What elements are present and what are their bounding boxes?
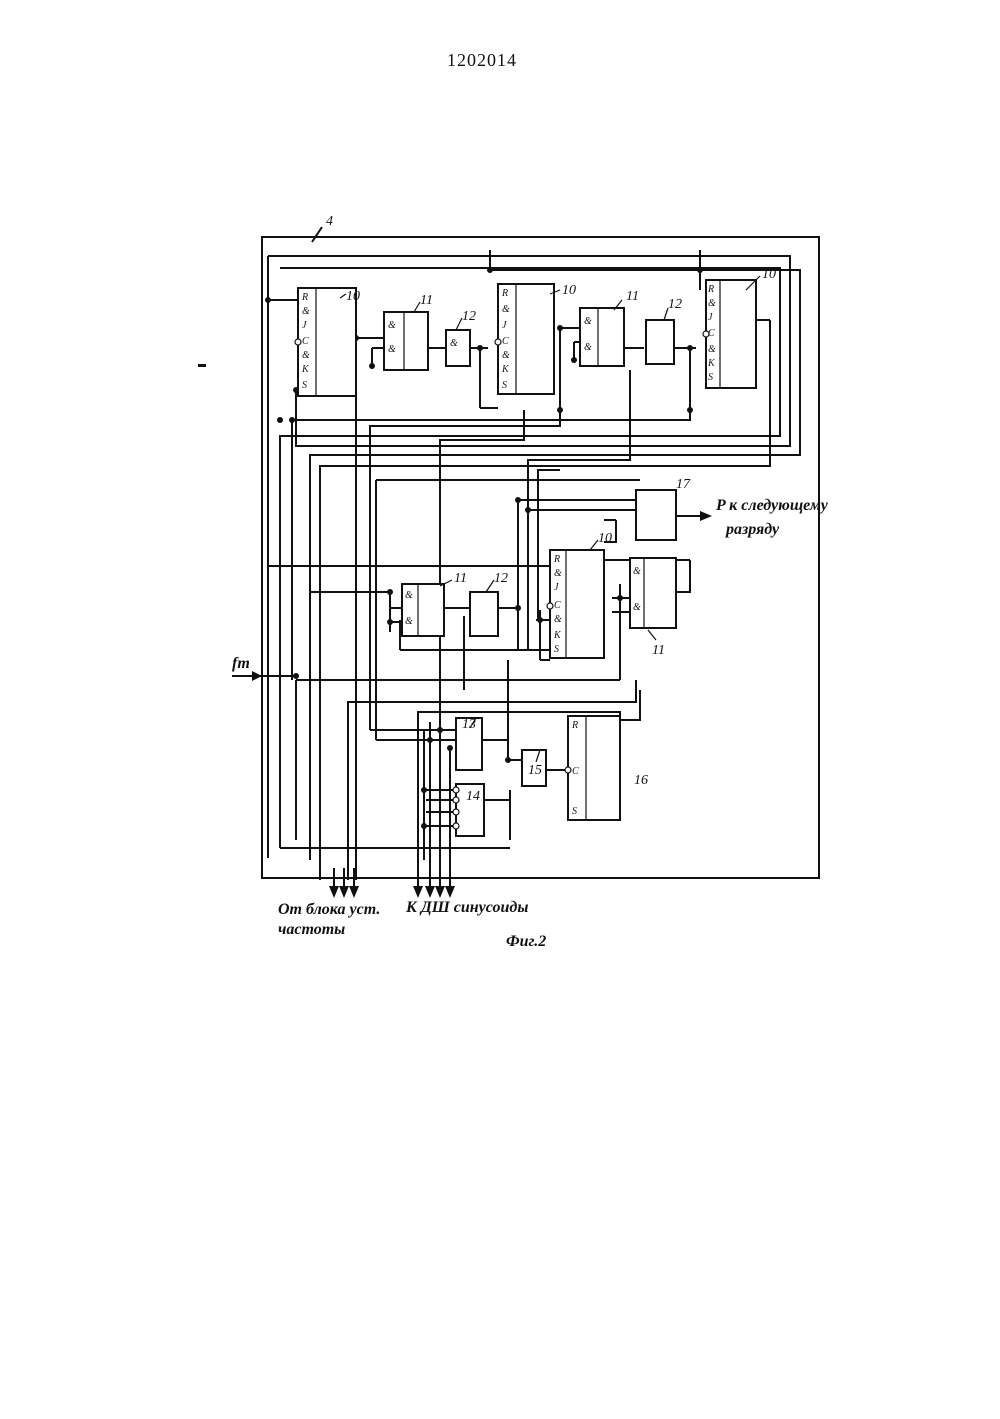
trigger-10-a: R & J C & K S 10 <box>295 288 360 396</box>
svg-text:K: K <box>301 364 310 375</box>
svg-text:J: J <box>708 312 713 323</box>
svg-text:16: 16 <box>634 773 648 788</box>
logic-12-c: 12 <box>470 571 508 636</box>
svg-text:11: 11 <box>420 293 433 308</box>
svg-text:&: & <box>708 298 716 309</box>
logic-11-d: & & 11 <box>630 558 676 658</box>
figure-caption: Фиг.2 <box>506 933 546 950</box>
svg-text:S: S <box>554 644 559 655</box>
svg-text:&: & <box>302 350 310 361</box>
svg-text:&: & <box>554 614 562 625</box>
svg-text:S: S <box>708 372 713 383</box>
output-right-line2: разряду <box>724 521 780 538</box>
svg-text:R: R <box>301 292 308 303</box>
svg-text:&: & <box>708 344 716 355</box>
logic-12-a: & 12 <box>446 309 476 366</box>
svg-text:&: & <box>388 320 396 331</box>
svg-text:&: & <box>633 602 641 613</box>
frame-label: 4 <box>326 214 333 229</box>
frame-leader <box>312 227 322 242</box>
svg-text:&: & <box>405 590 413 601</box>
svg-text:S: S <box>572 806 577 817</box>
svg-text:C: C <box>302 336 309 347</box>
svg-text:11: 11 <box>454 571 467 586</box>
svg-text:J: J <box>302 320 307 331</box>
svg-text:12: 12 <box>462 309 476 324</box>
bottom-left-line1: От блока уст. <box>278 901 380 918</box>
input-ft-label: fт <box>232 655 250 672</box>
output-arrows-mid <box>413 868 455 898</box>
patent-number: 1202014 <box>447 50 517 70</box>
svg-text:R: R <box>571 720 578 731</box>
trigger-10-b: R & J C & K S 10 <box>495 283 576 394</box>
svg-text:13: 13 <box>462 717 476 732</box>
svg-text:R: R <box>501 288 508 299</box>
svg-text:&: & <box>302 306 310 317</box>
logic-11-a: & & 11 <box>384 293 433 370</box>
svg-text:C: C <box>572 766 579 777</box>
svg-text:&: & <box>388 344 396 355</box>
svg-text:11: 11 <box>626 289 639 304</box>
bottom-left-line2: частоты <box>278 921 345 938</box>
svg-text:&: & <box>450 338 458 349</box>
svg-text:K: K <box>501 364 510 375</box>
input-ft: fт <box>232 655 296 681</box>
scan-mark <box>198 364 206 367</box>
block-16: R C S 16 <box>565 716 648 820</box>
bottom-mid-label: К ДШ синусоиды <box>405 899 528 916</box>
trigger-10-c: R & J C & K S 10 <box>703 267 776 388</box>
svg-text:12: 12 <box>668 297 682 312</box>
trigger-10-d: R & J C & K S 10 <box>547 531 612 658</box>
block-17: 17 <box>636 477 712 540</box>
svg-text:J: J <box>502 320 507 331</box>
svg-text:S: S <box>502 380 507 391</box>
svg-text:&: & <box>584 316 592 327</box>
svg-text:15: 15 <box>528 763 542 778</box>
block-number: 10 <box>346 289 360 304</box>
svg-text:14: 14 <box>466 789 480 804</box>
svg-text:&: & <box>554 568 562 579</box>
svg-text:12: 12 <box>494 571 508 586</box>
svg-text:&: & <box>584 342 592 353</box>
svg-text:17: 17 <box>676 477 691 492</box>
svg-text:&: & <box>633 566 641 577</box>
svg-text:J: J <box>554 582 559 593</box>
block-13: 13 <box>456 717 482 770</box>
svg-text:K: K <box>707 358 716 369</box>
logic-11-b: & & 11 <box>580 289 639 366</box>
svg-text:10: 10 <box>562 283 576 298</box>
svg-text:&: & <box>405 616 413 627</box>
svg-text:11: 11 <box>652 643 665 658</box>
svg-text:C: C <box>554 600 561 611</box>
svg-text:&: & <box>502 350 510 361</box>
svg-text:C: C <box>502 336 509 347</box>
svg-text:K: K <box>553 630 562 641</box>
svg-text:R: R <box>553 554 560 565</box>
svg-text:10: 10 <box>762 267 776 282</box>
logic-11-c: & & 11 <box>402 571 467 636</box>
svg-text:R: R <box>707 284 714 295</box>
svg-text:&: & <box>502 304 510 315</box>
logic-12-b: 12 <box>646 297 682 364</box>
svg-text:10: 10 <box>598 531 612 546</box>
output-arrows-left <box>329 868 359 898</box>
block-15: 15 <box>522 750 546 786</box>
svg-text:S: S <box>302 380 307 391</box>
output-right-line1: P к следующему <box>715 497 829 514</box>
block-14: 14 <box>453 784 484 836</box>
